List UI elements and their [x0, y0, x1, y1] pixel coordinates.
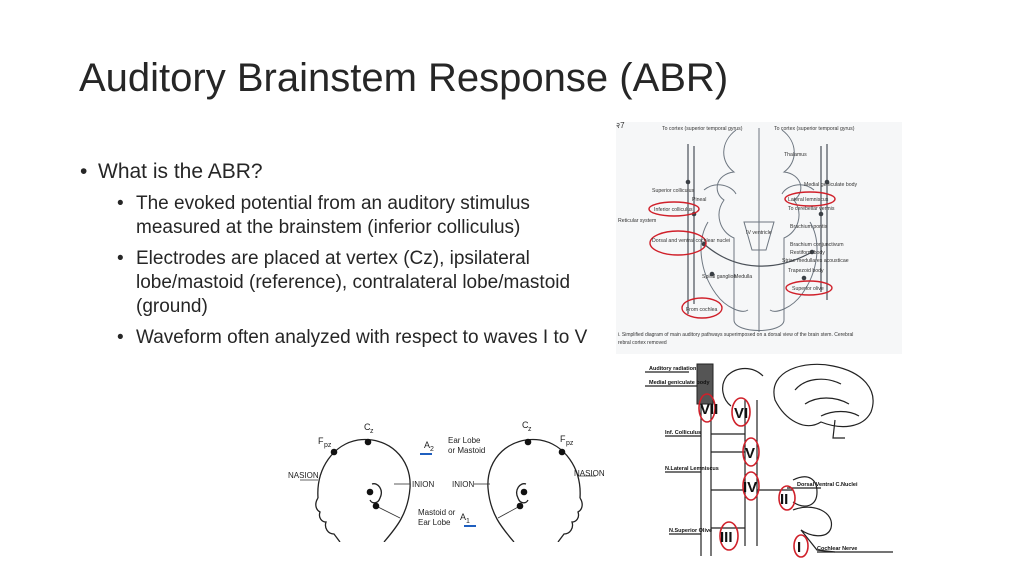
label-restiform: Restiform body — [790, 250, 825, 256]
label-cz-left: C — [364, 422, 371, 432]
electrode-placement-figure: F pz C z A 2 Ear Lobe or Mastoid C z F p… — [288, 418, 610, 542]
label-spiral-ganglion: Spiral ganglion — [702, 274, 736, 280]
label-ear-lobe-top: Ear Lobe — [448, 436, 481, 445]
label-inion-left: INION — [412, 480, 434, 489]
sub-bullet-evoked-potential: The evoked potential from an auditory st… — [117, 192, 610, 240]
label-thalamus: Thalamus — [784, 152, 807, 158]
label-trapezoid: Trapezoid body — [788, 268, 824, 274]
page-mark: २7 — [616, 122, 625, 130]
label-dorsal-ventral-nuclei: Dorsal Ventral C.Nuclei — [797, 482, 858, 488]
wave-numeral-i: I — [797, 539, 801, 556]
label-mastoid-or: Mastoid or — [418, 508, 456, 517]
wave-numeral-vii: VII — [700, 401, 718, 418]
label-auditory-radiation: Auditory radiation — [649, 366, 697, 372]
label-fpz-left: F — [318, 436, 324, 446]
label-medial-geniculate-body: Medial geniculate body — [649, 380, 710, 386]
bullet-what-is-abr: What is the ABR? — [80, 158, 610, 186]
label-superior-colliculus: Superior colliculus — [652, 188, 695, 194]
abr-generators-diagram: VII VI V IV II III I Auditory radiation … — [645, 363, 893, 558]
label-a2: A — [424, 440, 430, 450]
label-pineal: Pineal — [692, 197, 706, 203]
slide-title: Auditory Brainstem Response (ABR) — [79, 56, 729, 100]
label-inion-right: INION — [452, 480, 474, 489]
wave-numeral-ii: II — [780, 491, 788, 508]
wave-numeral-iv: IV — [743, 479, 757, 496]
label-reticular-system: Reticular system — [618, 218, 656, 224]
label-cz-right: C — [522, 420, 529, 430]
label-cz-right-sub: z — [528, 426, 532, 433]
label-nasion-right: NASION — [574, 469, 605, 478]
label-a1-sub: 1 — [466, 518, 470, 525]
wave-numeral-vi: VI — [734, 405, 748, 422]
caption-line-2: rebral cortex removed — [618, 340, 667, 346]
label-striae: Striae medullares acousticae — [782, 258, 849, 264]
label-cerebellar-vermis: To cerebellar vermis — [788, 206, 835, 212]
label-medulla: Medulla — [734, 274, 752, 280]
label-a2-sub: 2 — [430, 446, 434, 453]
caption-line-1: i. Simplified diagram of main auditory p… — [618, 332, 853, 338]
label-cz-left-sub: z — [370, 428, 374, 435]
bullet-list: What is the ABR? The evoked potential fr… — [80, 158, 610, 357]
label-fpz-right: F — [560, 434, 566, 444]
label-cochlear-nerve: Cochlear Nerve — [817, 546, 857, 552]
label-cortex-right: To cortex (superior temporal gyrus) — [774, 126, 855, 132]
sub-bullet-waveform: Waveform often analyzed with respect to … — [117, 326, 610, 350]
electrode-placement-diagram: F pz C z A 2 Ear Lobe or Mastoid C z F p… — [288, 420, 605, 542]
label-nasion-left: NASION — [288, 471, 319, 480]
brainstem-pathway-figure: २7 To cortex (superior temporal gyrus) T… — [616, 122, 902, 354]
wave-numeral-v: V — [745, 445, 755, 462]
label-from-cochlea: From cochlea — [686, 307, 718, 313]
label-superior-olive: Superior olive — [792, 286, 824, 292]
label-inf-colliculus: Inf. Colliculus — [665, 430, 701, 436]
label-iv-ventricle: IV ventricle — [746, 230, 772, 236]
wave-numeral-iii: III — [720, 529, 733, 546]
label-cortex-left: To cortex (superior temporal gyrus) — [662, 126, 743, 132]
label-fpz-left-sub: pz — [324, 442, 332, 449]
label-brachium-conjunctivum: Brachium conjunctivum — [790, 242, 844, 248]
label-cochlear-nuclei: Dorsal and ventral cochlear nuclei — [652, 238, 730, 244]
label-medial-geniculate: Medial geniculate body — [804, 182, 857, 188]
sub-bullet-electrodes: Electrodes are placed at vertex (Cz), ip… — [117, 247, 610, 319]
label-n-lateral-lemniscus: N.Lateral Lemniscus — [665, 466, 719, 472]
abr-generators-figure: VII VI V IV II III I Auditory radiation … — [645, 360, 900, 568]
brainstem-pathway-diagram: २7 To cortex (superior temporal gyrus) T… — [616, 122, 857, 346]
label-n-superior-olive: N.Superior Olive — [669, 528, 712, 534]
label-fpz-right-sub: pz — [566, 440, 574, 447]
label-ear-lobe-bottom: Ear Lobe — [418, 518, 451, 527]
label-a1: A — [460, 512, 466, 522]
label-or-mastoid: or Mastoid — [448, 446, 485, 455]
label-brachium-pontis: Brachium pontis — [790, 224, 828, 230]
label-inferior-colliculus: Inferior colliculus — [654, 207, 693, 213]
label-lateral-lemniscus: Lateral lemniscus — [788, 197, 829, 203]
